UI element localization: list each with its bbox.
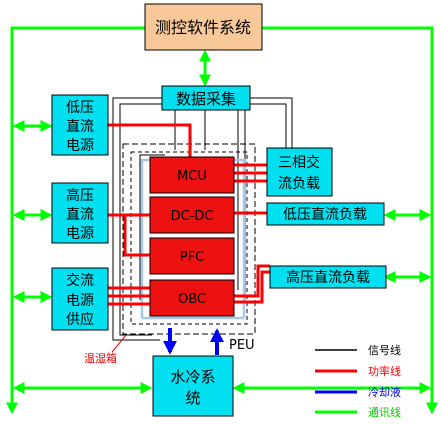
power-lines xyxy=(108,123,270,306)
signal-lines xyxy=(112,97,293,341)
three-phase-line-1: 三相交 xyxy=(278,154,320,171)
daq-label: 数据采集 xyxy=(176,90,236,108)
power-line-hv-dcdc-2 xyxy=(123,215,150,257)
mcu-label: MCU xyxy=(177,169,207,184)
comm-lines xyxy=(5,26,438,415)
chamber-pointer xyxy=(111,334,127,353)
cooling-line-1: 水冷系 xyxy=(170,368,215,386)
hv-dc-line-3: 电源 xyxy=(66,226,94,242)
ac-supply-line-3: 供应 xyxy=(66,311,94,328)
hv-dc-line-2: 直流 xyxy=(66,206,94,223)
comm-line-left-trunk xyxy=(5,26,145,415)
hv-dc-line-1: 高压 xyxy=(66,187,94,204)
ac-supply-line-1: 交流 xyxy=(66,272,94,289)
pfc-module: PFC xyxy=(149,237,235,275)
three-phase-line-2: 流负载 xyxy=(278,176,320,192)
hv-dc-load-label: 高压直流负载 xyxy=(286,269,370,286)
legend-label-coolant: 冷却液 xyxy=(368,385,401,399)
legend-label-power: 功率线 xyxy=(368,364,401,378)
obc-module: OBC xyxy=(149,279,235,317)
comm-line-right-trunk xyxy=(262,26,438,415)
lv-dc-line-2: 直流 xyxy=(66,118,94,135)
daq-box: 数据采集 xyxy=(161,85,251,111)
hv-dc-load-box: 高压直流负载 xyxy=(269,265,387,289)
legend-label-signal: 信号线 xyxy=(368,343,401,357)
lv-dc-line-3: 电源 xyxy=(66,138,94,154)
coolant-arrows xyxy=(163,328,224,355)
lv-dc-load-label: 低压直流负载 xyxy=(283,206,367,223)
software-box: 测控软件系统 xyxy=(144,3,263,51)
ac-supply-box: 交流 电源 供应 xyxy=(51,267,109,331)
chamber-label: 温湿箱 xyxy=(84,351,117,365)
lv-dc-line-1: 低压 xyxy=(66,100,94,116)
hv-dc-supply-box: 高压 直流 电源 xyxy=(51,182,109,244)
lv-dc-load-box: 低压直流负载 xyxy=(266,202,385,226)
cooling-system-box: 水冷系 统 xyxy=(152,355,234,417)
peu-label: PEU xyxy=(229,338,255,353)
lv-dc-supply-box: 低压 直流 电源 xyxy=(51,94,109,156)
three-phase-load-box: 三相交 流负载 xyxy=(266,147,333,197)
ac-supply-line-2: 电源 xyxy=(66,293,94,309)
legend-label-comm: 通讯线 xyxy=(368,405,401,419)
cooling-line-2: 统 xyxy=(185,389,200,407)
obc-label: OBC xyxy=(178,292,206,307)
legend: 信号线 功率线 冷却液 通讯线 xyxy=(315,343,401,419)
dcdc-module: DC-DC xyxy=(149,196,235,234)
power-line-lv-mcu xyxy=(108,123,192,158)
software-label: 测控软件系统 xyxy=(155,18,251,37)
dcdc-label: DC-DC xyxy=(171,209,214,224)
mcu-module: MCU xyxy=(149,156,235,194)
pfc-label: PFC xyxy=(180,250,204,265)
